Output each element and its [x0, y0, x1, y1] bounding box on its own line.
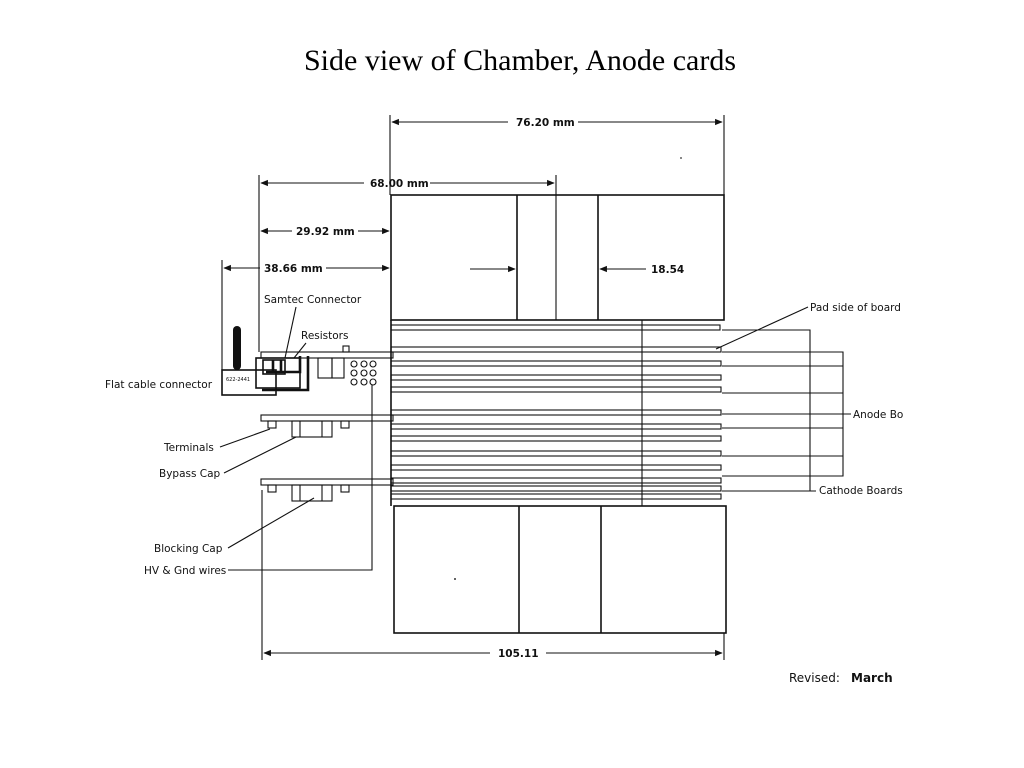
- slide-title: Side view of Chamber, Anode cards: [303, 44, 737, 77]
- dimension-76-20: 76.20 mm: [389, 115, 725, 195]
- circuit-card-middle: [260, 414, 394, 438]
- dimension-38-66: 38.66 mm: [221, 260, 390, 370]
- board-strip: [390, 464, 722, 471]
- blocking-cap-label: Blocking Cap: [154, 543, 223, 555]
- anode-bracket: [722, 351, 851, 477]
- board-stack: [390, 320, 722, 506]
- upper-chamber-block: [390, 194, 725, 321]
- resistors-label: Resistors: [301, 330, 348, 342]
- dimension-18-54: 18.54: [470, 264, 684, 276]
- hv-gnd-wires-label: HV & Gnd wires: [144, 565, 226, 577]
- cathode-boards-label: Cathode Boards: [819, 485, 903, 497]
- flat-cable-plug-icon: [233, 326, 241, 370]
- dimension-38-66-label: 38.66 mm: [264, 263, 323, 275]
- dimension-105-11-label: 105.11: [498, 648, 539, 660]
- anode-boards-label: Anode Bo: [853, 409, 903, 421]
- board-strip: [390, 423, 722, 430]
- board-strip: [390, 409, 722, 416]
- board-strip: [390, 386, 722, 393]
- lower-chamber-block: [393, 505, 727, 634]
- board-strip: [390, 435, 722, 442]
- dimension-76-20-label: 76.20 mm: [516, 117, 575, 129]
- board-strip: [390, 346, 722, 353]
- board-strip: [390, 493, 722, 500]
- revised-date: March: [851, 671, 893, 685]
- samtec-connector-label: Samtec Connector: [264, 294, 362, 306]
- pad-side-label: Pad side of board: [810, 302, 901, 314]
- board-strip: [390, 485, 722, 492]
- circuit-card-bottom: [260, 478, 394, 502]
- bypass-cap-label: Bypass Cap: [159, 468, 221, 480]
- board-strip: [390, 450, 722, 457]
- dimension-105-11: 105.11: [261, 490, 725, 660]
- dimension-68-00: 68.00 mm: [258, 175, 557, 352]
- board-strip: [390, 374, 722, 381]
- board-strip: [390, 477, 722, 484]
- hv-gnd-wire: [228, 385, 373, 571]
- board-strip: [390, 360, 722, 367]
- flat-cable-connector-label: Flat cable connector: [105, 379, 213, 391]
- circuit-card-top: [221, 326, 394, 396]
- dimension-29-92-label: 29.92 mm: [296, 226, 355, 238]
- dimension-18-54-label: 18.54: [651, 264, 684, 276]
- terminals-label: Terminals: [163, 442, 214, 454]
- dimension-29-92: 29.92 mm: [260, 226, 390, 238]
- board-strip: [390, 324, 721, 331]
- revised-label: Revised:: [789, 671, 840, 685]
- dimension-68-00-label: 68.00 mm: [370, 178, 429, 190]
- cathode-bracket: [722, 329, 816, 492]
- connector-part-number: 622-2441: [226, 377, 250, 383]
